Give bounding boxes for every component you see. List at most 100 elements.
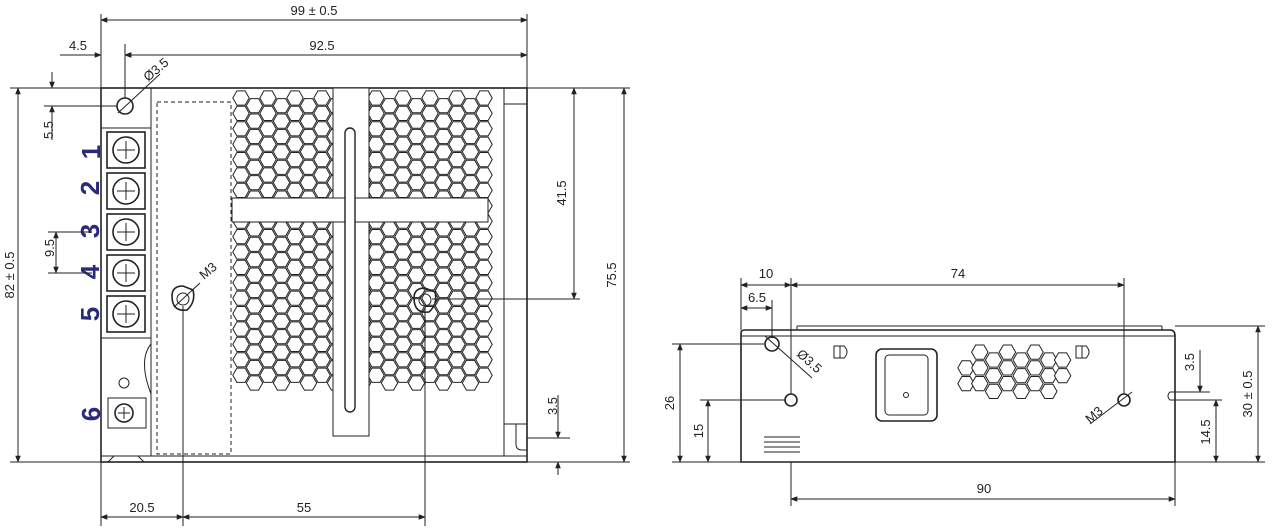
vent-hole xyxy=(380,159,399,175)
side-vent-hole xyxy=(1026,344,1044,360)
pcb-outline xyxy=(156,101,232,455)
vent-hole xyxy=(272,359,291,376)
vent-hole xyxy=(272,267,291,283)
vent-hole xyxy=(286,336,304,352)
vent-hole xyxy=(272,344,291,360)
vent-hole xyxy=(421,136,439,152)
mount-hole-right-icon xyxy=(418,293,432,307)
vent-hole xyxy=(367,244,385,260)
vent-hole xyxy=(259,306,277,322)
vent-hole xyxy=(434,313,453,329)
vent-hole xyxy=(461,98,480,114)
vent-hole xyxy=(313,152,331,168)
vent-hole xyxy=(394,136,412,152)
vent-hole xyxy=(272,313,291,329)
vent-hole xyxy=(461,282,480,299)
vent-hole xyxy=(380,344,399,360)
vent-hole xyxy=(434,267,453,283)
vent-hole xyxy=(259,352,277,368)
vent-hole xyxy=(245,159,264,175)
vent-hole xyxy=(286,121,304,137)
vent-hole xyxy=(259,367,277,383)
terminal-label-2: 2 xyxy=(75,181,105,195)
vent-hole xyxy=(475,244,493,260)
vent-hole xyxy=(434,113,453,129)
side-vent-hole xyxy=(957,376,975,392)
vent-hole xyxy=(232,321,250,337)
vent-hole xyxy=(286,229,304,245)
vent-hole xyxy=(461,298,480,314)
dim-hole-diameter-side: Ø3.5 xyxy=(794,346,825,376)
vent-hole xyxy=(286,306,304,322)
vent-hole xyxy=(380,298,399,314)
terminal-block xyxy=(100,127,152,339)
vent-hole xyxy=(245,175,264,191)
vent-hole xyxy=(232,90,250,106)
vent-hole xyxy=(475,275,493,291)
side-vent-hole xyxy=(1040,368,1058,384)
vent-hole xyxy=(394,275,412,291)
vent-hole xyxy=(448,290,466,306)
vent-hole xyxy=(299,159,318,175)
vent-hole xyxy=(313,136,331,152)
vent-hole xyxy=(434,221,453,237)
vent-slot xyxy=(344,127,356,413)
vent-hole xyxy=(434,282,453,299)
vent-hole xyxy=(448,167,466,183)
vent-hole xyxy=(272,298,291,314)
vent-hole xyxy=(448,229,466,245)
vent-hole xyxy=(367,136,385,152)
vent-hole xyxy=(407,175,426,191)
vent-hole xyxy=(475,336,493,352)
dim-overall-height: 82 ± 0.5 xyxy=(2,252,17,299)
vent-hole xyxy=(245,375,264,391)
vent-hole xyxy=(299,128,318,145)
vent-hole xyxy=(434,236,453,252)
side-vent-hole xyxy=(971,360,989,376)
vent-hole xyxy=(259,152,277,168)
dim-side-overall-height: 30 ± 0.5 xyxy=(1240,371,1255,418)
terminal-screw-icon xyxy=(112,177,140,205)
vent-hole xyxy=(434,98,453,114)
dim-hole-offset-top: 5.5 xyxy=(41,121,56,139)
vent-hole xyxy=(461,344,480,360)
vent-hole xyxy=(434,329,453,345)
vent-hole xyxy=(448,352,466,368)
vent-hole xyxy=(259,90,277,106)
vent-hole xyxy=(434,159,453,175)
vent-hole xyxy=(407,236,426,252)
vent-hole xyxy=(286,367,304,383)
vent-hole xyxy=(475,121,493,137)
vent-hole xyxy=(475,167,493,183)
vent-hole xyxy=(448,121,466,137)
vent-hole xyxy=(259,275,277,291)
vent-hole xyxy=(475,136,493,152)
vent-hole xyxy=(448,321,466,337)
dim-side-height-26: 26 xyxy=(662,396,677,410)
vent-hole xyxy=(367,290,385,306)
vent-hole xyxy=(407,359,426,376)
vent-hole xyxy=(367,182,385,198)
vent-hole xyxy=(380,128,399,145)
vent-hole xyxy=(461,236,480,252)
vent-hole xyxy=(299,144,318,160)
side-vent-hole xyxy=(1026,376,1044,392)
dim-side-spacing-74: 74 xyxy=(951,266,965,281)
vent-hole xyxy=(232,352,250,368)
vent-hole xyxy=(245,313,264,329)
side-vent-hole xyxy=(984,352,1003,368)
dim-terminal-pitch: 9.5 xyxy=(42,239,57,257)
vent-hole xyxy=(448,90,466,106)
vent-hole xyxy=(407,375,426,391)
vent-hole xyxy=(475,105,493,121)
vent-hole xyxy=(367,367,385,383)
vent-hole xyxy=(232,244,250,260)
vent-hole xyxy=(272,236,291,252)
vent-hole xyxy=(259,229,277,245)
vent-hole xyxy=(245,344,264,360)
vent-hole xyxy=(313,352,331,368)
vent-hole xyxy=(475,352,493,368)
vent-hole xyxy=(380,113,399,129)
terminal-screw-icon xyxy=(112,136,140,164)
vent-hole xyxy=(380,98,399,114)
